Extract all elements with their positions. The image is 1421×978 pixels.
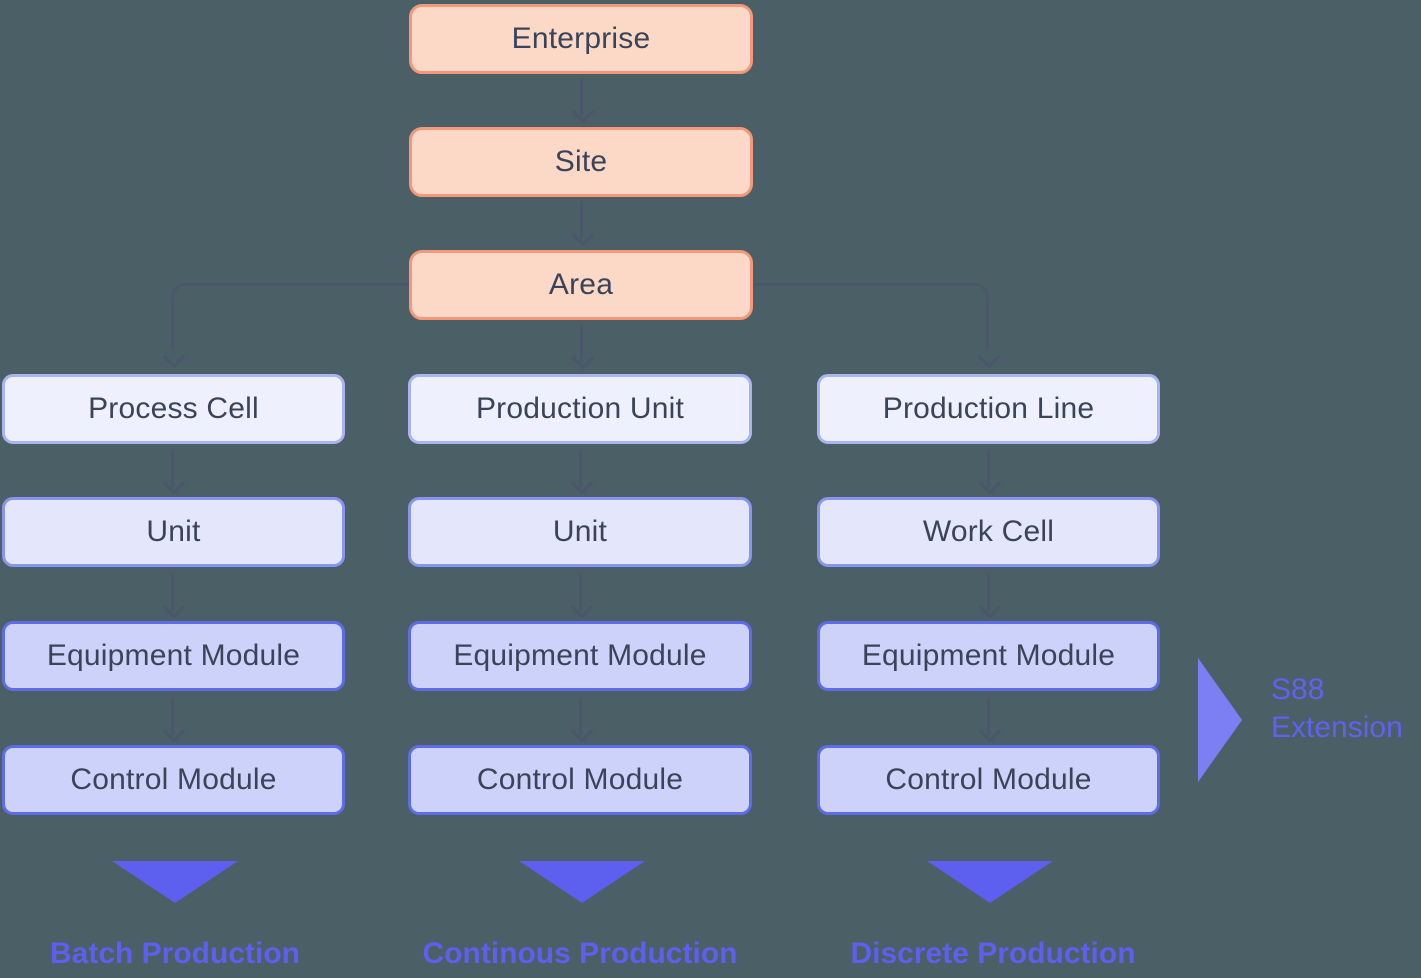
connector-enterprise-site (571, 78, 594, 124)
connector-stem (578, 449, 582, 487)
node-equipment-module-discrete-label: Equipment Module (861, 639, 1116, 672)
connector-equipment-control-module-discrete (978, 697, 1001, 743)
arrowhead-down-icon (571, 223, 594, 247)
connector-stem (986, 573, 990, 611)
node-production-unit: Production Unit (408, 374, 752, 444)
node-work-cell-label: Work Cell (922, 515, 1055, 548)
arrowhead-down-icon (162, 471, 185, 495)
node-unit-batch-label: Unit (146, 515, 201, 548)
connector-stem (170, 697, 174, 735)
arrowhead-down-icon (570, 471, 593, 495)
connector-work-cell-equipment-module (978, 573, 1001, 619)
node-production-line-label: Production Line (882, 392, 1095, 425)
arrowhead-down-icon (977, 345, 1001, 369)
node-equipment-module-discrete: Equipment Module (817, 621, 1160, 691)
arrowhead-down-icon (978, 719, 1001, 743)
continuous-triangle-down-icon (519, 861, 645, 903)
batch-triangle-down-icon (112, 861, 238, 903)
connector-production-line-work-cell (978, 449, 1001, 495)
connector-unit-equipment-module-batch (162, 573, 185, 619)
arrowhead-down-icon (978, 471, 1001, 495)
node-area-label: Area (548, 268, 614, 301)
connector-stem (986, 449, 990, 487)
node-control-module-discrete-label: Control Module (885, 763, 1092, 796)
connector-stem (170, 573, 174, 611)
connector-production-unit-unit (570, 449, 593, 495)
s88-triangle-right-icon (1198, 658, 1242, 782)
node-process-cell-label: Process Cell (88, 392, 259, 425)
s88-extension-line2: Extension (1271, 711, 1403, 744)
node-control-module-discrete: Control Module (817, 745, 1160, 815)
s88-extension-line1: S88 (1271, 673, 1325, 706)
node-equipment-module-continuous: Equipment Module (408, 621, 752, 691)
node-unit-batch: Unit (2, 497, 345, 567)
node-unit-continuous: Unit (408, 497, 752, 567)
arrowhead-down-icon (162, 595, 185, 619)
arrowhead-down-icon (571, 346, 594, 370)
node-enterprise-label: Enterprise (511, 22, 651, 55)
node-area: Area (409, 250, 753, 320)
connector-area-production-line (753, 283, 989, 349)
connector-site-area (571, 201, 594, 247)
arrowhead-down-icon (571, 100, 594, 124)
discrete-production-label: Discrete Production (850, 937, 1136, 970)
node-equipment-module-batch: Equipment Module (2, 621, 345, 691)
arrowhead-down-icon (978, 595, 1001, 619)
arrowhead-down-icon (570, 719, 593, 743)
connector-equipment-control-module-batch (162, 697, 185, 743)
connector-stem (986, 697, 990, 735)
node-production-unit-label: Production Unit (475, 392, 685, 425)
node-equipment-module-continuous-label: Equipment Module (453, 639, 707, 672)
node-control-module-continuous: Control Module (408, 745, 752, 815)
arrowhead-down-icon (162, 345, 186, 369)
node-site-label: Site (554, 145, 608, 178)
node-equipment-module-batch-label: Equipment Module (46, 639, 301, 672)
discrete-triangle-down-icon (927, 861, 1053, 903)
node-process-cell: Process Cell (2, 374, 345, 444)
node-control-module-batch: Control Module (2, 745, 345, 815)
connector-stem (578, 697, 582, 735)
node-site: Site (409, 127, 753, 197)
connector-stem (170, 449, 174, 487)
arrowhead-down-icon (162, 719, 185, 743)
node-control-module-batch-label: Control Module (70, 763, 277, 796)
connector-stem (578, 573, 582, 611)
node-work-cell: Work Cell (817, 497, 1160, 567)
connector-stem (579, 325, 583, 362)
connector-unit-equipment-module-continuous (570, 573, 593, 619)
batch-production-label: Batch Production (49, 937, 301, 970)
node-production-line: Production Line (817, 374, 1160, 444)
node-control-module-continuous-label: Control Module (476, 763, 684, 796)
connector-equipment-control-module-continuous (570, 697, 593, 743)
node-unit-continuous-label: Unit (552, 515, 608, 548)
node-enterprise: Enterprise (409, 4, 753, 74)
arrowhead-down-icon (570, 595, 593, 619)
continuous-production-label: Continous Production (422, 937, 738, 970)
connector-area-process-cell (171, 283, 409, 349)
s88-extension-label: S88 Extension (1271, 671, 1403, 747)
connector-stem (579, 78, 583, 116)
connector-process-cell-unit (162, 449, 185, 495)
connector-area-production-unit (571, 325, 594, 370)
connector-stem (579, 201, 583, 239)
